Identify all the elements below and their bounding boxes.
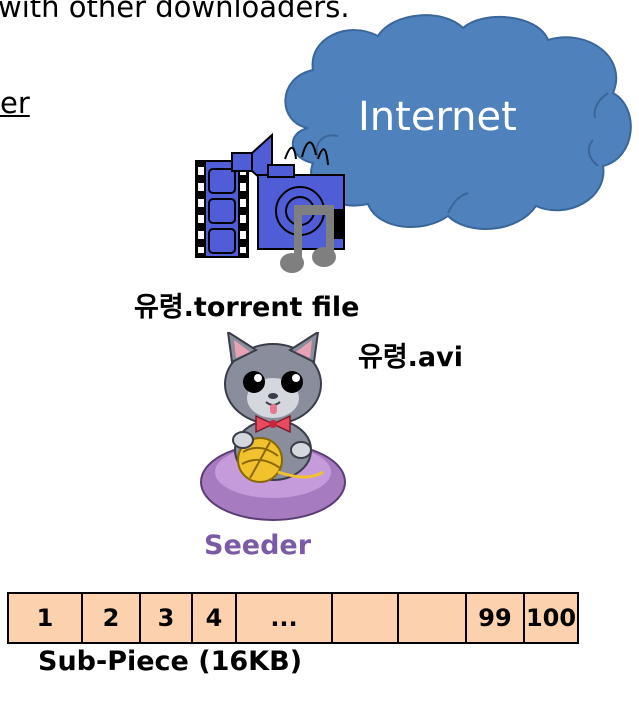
piece-cell: 3 [141,594,193,642]
piece-cell: 99 [467,594,525,642]
seeder-label: Seeder [204,530,312,561]
piece-cell: 100 [525,604,577,632]
pieces-bar: 1 2 3 4 ... 99 100 [7,592,579,644]
piece-cell: ... [237,594,333,642]
cat-icon [200,332,346,521]
seeder-cat-illustration [198,332,348,522]
media-file-icon [190,125,370,285]
internet-cloud [268,8,639,236]
piece-cell: 2 [83,594,141,642]
sub-piece-label: Sub-Piece (16KB) [38,646,303,677]
intro-text: with other downloaders. [0,0,350,24]
piece-cell [399,594,467,642]
torrent-file-label: 유령.torrent file [134,292,360,323]
underlined-partial-text: er [0,86,30,120]
piece-cell: 1 [9,594,83,642]
cloud-icon [284,14,632,230]
cloud-label: Internet [358,94,517,140]
avi-file-label: 유령.avi [358,342,464,373]
piece-cell: 4 [193,594,237,642]
piece-cell [333,594,399,642]
